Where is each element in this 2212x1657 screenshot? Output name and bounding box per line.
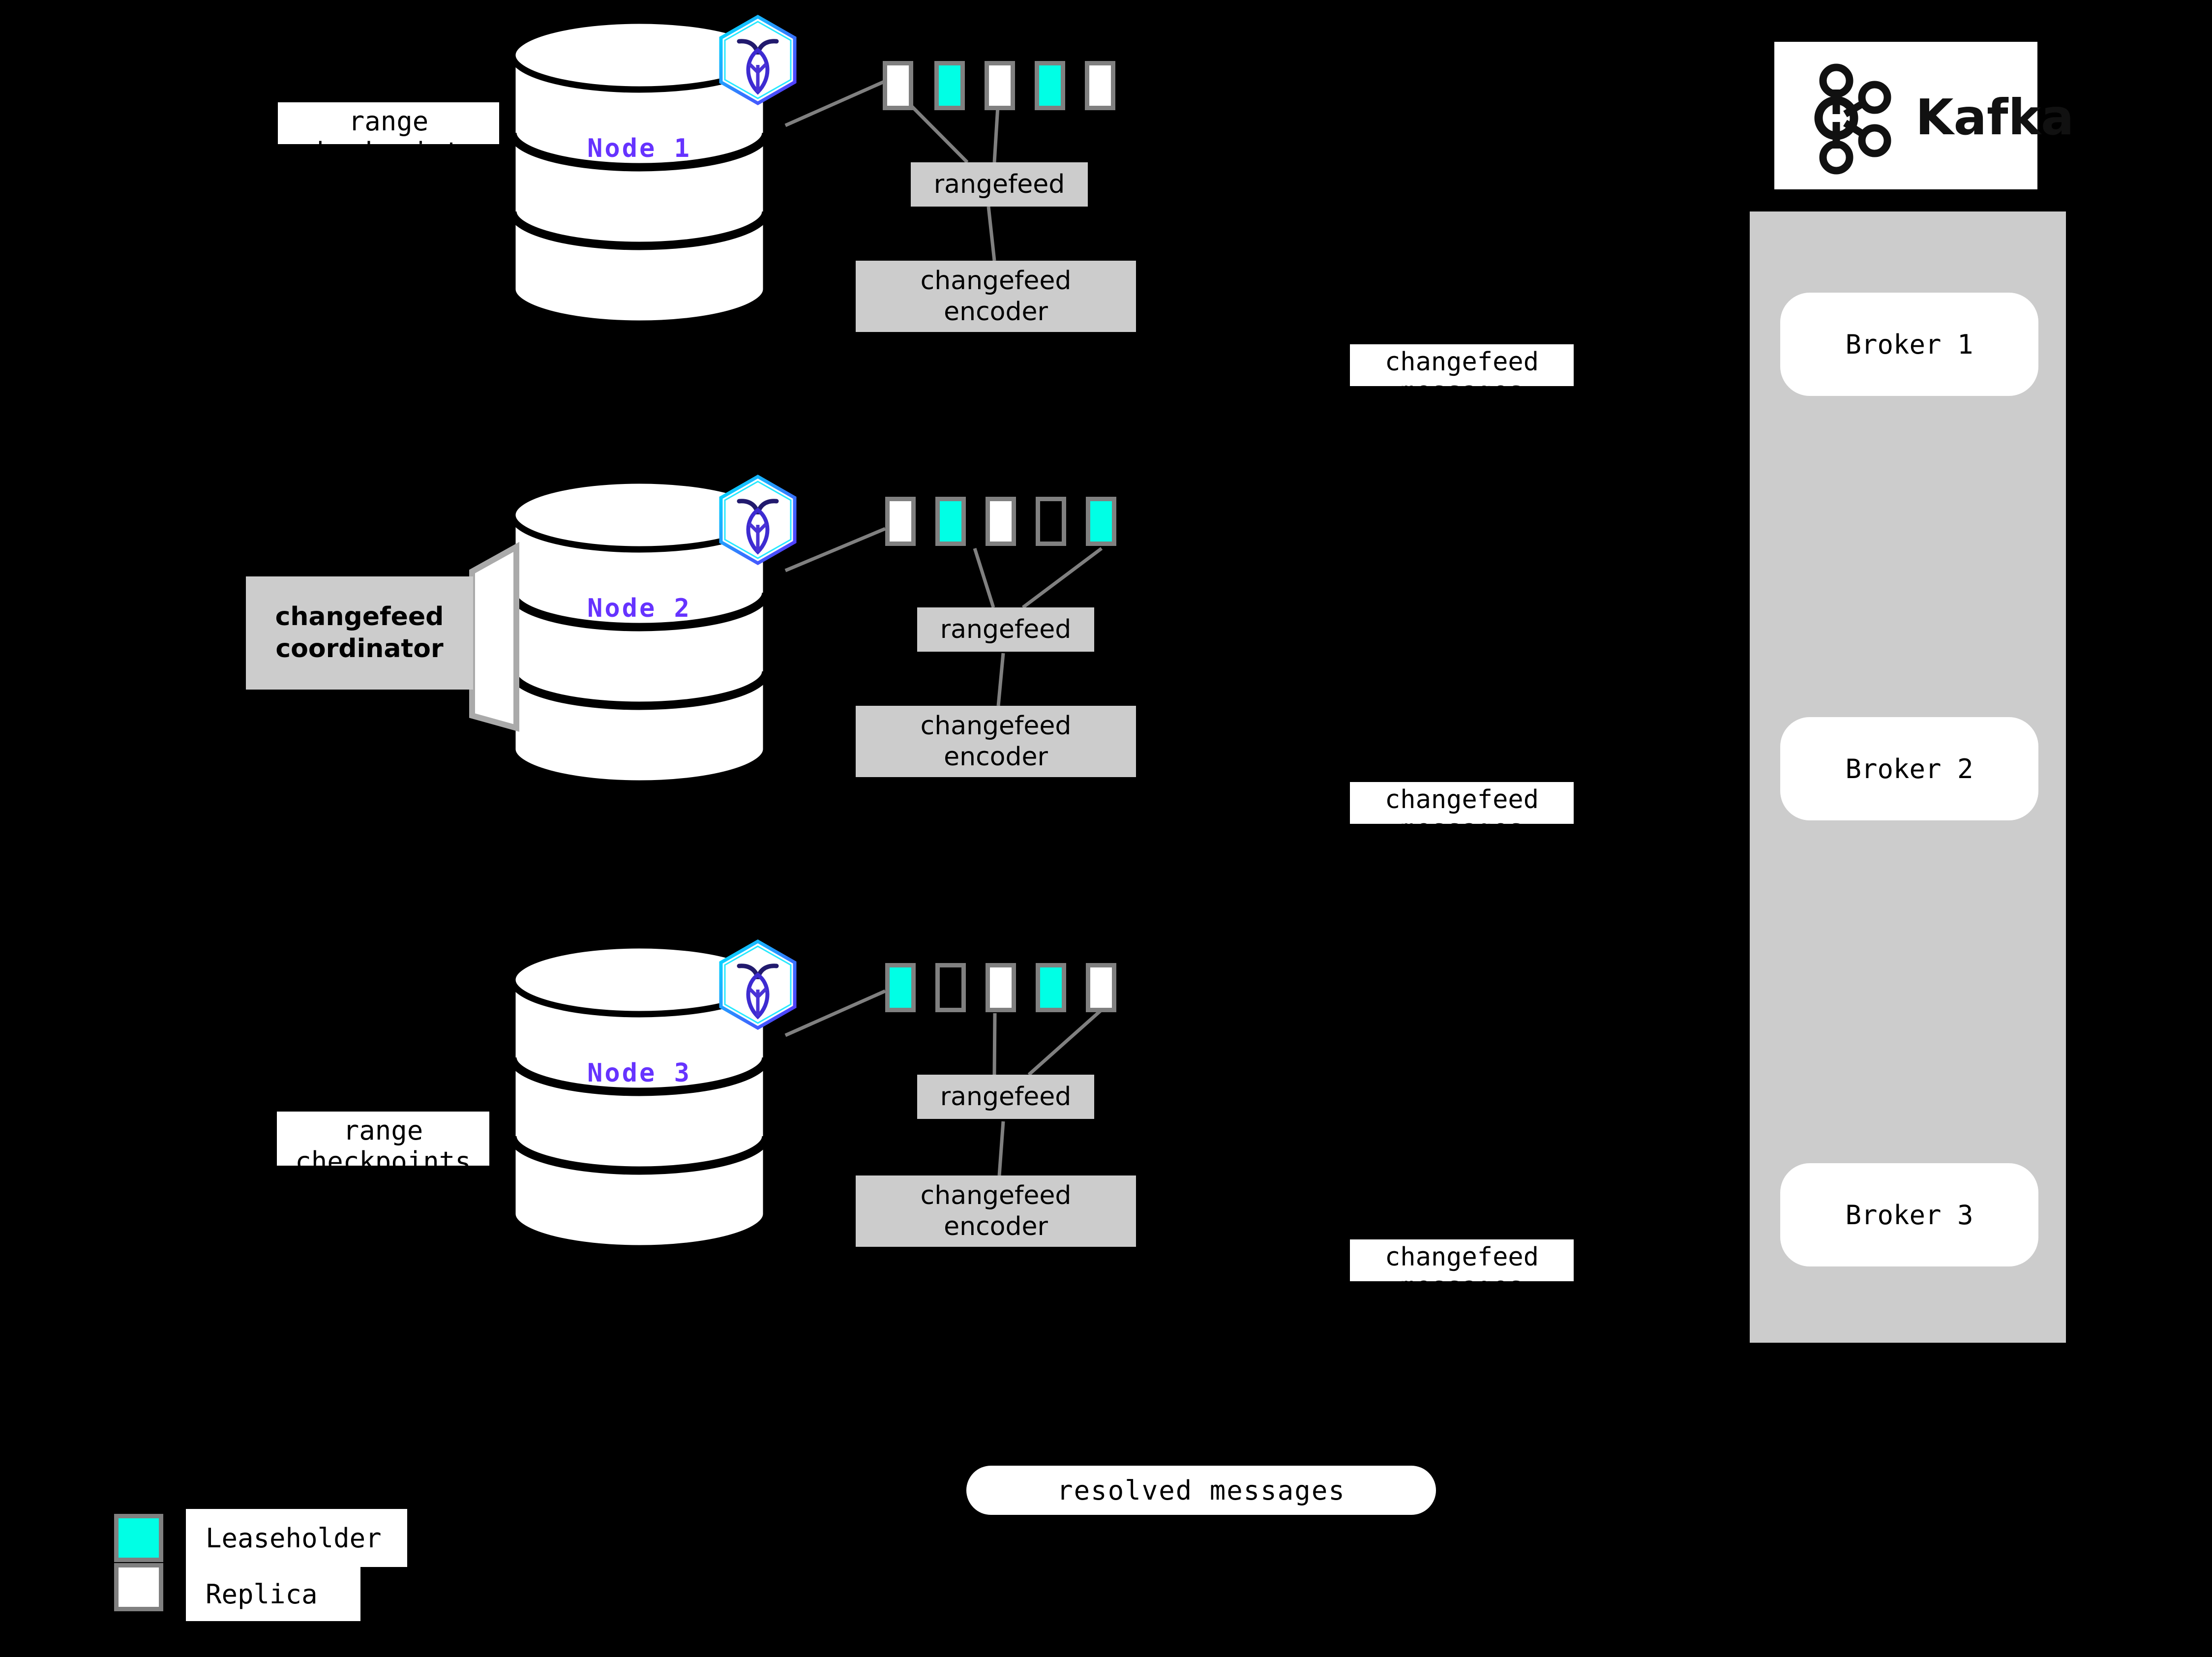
legend-label-replica: Replica xyxy=(186,1567,360,1621)
node1-range-checkpoints-label: range checkpoints xyxy=(278,102,499,167)
node2-label: Node 2 xyxy=(587,594,691,623)
node2-changefeed-messages-label: changefeed messages xyxy=(1350,782,1574,844)
node1-changefeed-messages-label: changefeed messages xyxy=(1350,344,1574,406)
node1-cylinder xyxy=(508,20,771,325)
node3-range-cell-5[interactable] xyxy=(1086,963,1116,1012)
node1-range-cell-3[interactable] xyxy=(985,61,1015,110)
node3-label: Node 3 xyxy=(587,1058,691,1088)
cockroachdb-hexagon-icon xyxy=(719,14,797,106)
node2-range-cell-1[interactable] xyxy=(885,497,916,546)
node1-range-cell-2[interactable] xyxy=(934,61,965,110)
legend-swatch-replica xyxy=(114,1563,163,1611)
kafka-broker-2[interactable]: Broker 2 xyxy=(1780,717,2038,820)
resolved-messages-pill[interactable]: resolved messages xyxy=(966,1466,1436,1515)
node3-changefeed-messages-label: changefeed messages xyxy=(1350,1239,1574,1301)
changefeed-coordinator-wing xyxy=(469,542,519,732)
legend-swatch-leaseholder xyxy=(114,1514,163,1562)
legend-label-leaseholder: Leaseholder xyxy=(186,1509,407,1567)
node3-range-cell-2[interactable] xyxy=(935,963,966,1012)
node2-range-cell-2[interactable] xyxy=(935,497,966,546)
node3-changefeed-encoder-box[interactable]: changefeed encoder xyxy=(856,1175,1136,1247)
cockroachdb-hexagon-icon xyxy=(719,939,797,1030)
node3-range-cell-3[interactable] xyxy=(986,963,1016,1012)
node3-range-cell-4[interactable] xyxy=(1036,963,1066,1012)
node1-range-cell-5[interactable] xyxy=(1085,61,1115,110)
node2-range-cell-4[interactable] xyxy=(1036,497,1066,546)
node2-range-cell-3[interactable] xyxy=(986,497,1016,546)
node3-cylinder xyxy=(508,944,771,1249)
node3-range-cell-1[interactable] xyxy=(885,963,916,1012)
cockroachdb-hexagon-icon xyxy=(719,474,797,566)
node2-changefeed-encoder-box[interactable]: changefeed encoder xyxy=(856,706,1136,777)
node2-rangefeed-box[interactable]: rangefeed xyxy=(917,607,1094,652)
node1-label: Node 1 xyxy=(587,134,691,163)
node3-rangefeed-box[interactable]: rangefeed xyxy=(917,1075,1094,1119)
node1-range-cell-4[interactable] xyxy=(1035,61,1065,110)
kafka-logo-icon xyxy=(1814,63,1891,175)
node2-range-cell-5[interactable] xyxy=(1086,497,1116,546)
kafka-wordmark: Kafka xyxy=(1915,89,2074,146)
node3-range-checkpoints-label: range checkpoints xyxy=(277,1112,489,1176)
node1-changefeed-encoder-box[interactable]: changefeed encoder xyxy=(856,261,1136,332)
kafka-broker-3[interactable]: Broker 3 xyxy=(1780,1163,2038,1266)
changefeed-coordinator-box[interactable]: changefeed coordinator xyxy=(246,576,473,690)
node2-cylinder xyxy=(508,480,771,784)
node1-rangefeed-box[interactable]: rangefeed xyxy=(911,162,1088,207)
kafka-broker-1[interactable]: Broker 1 xyxy=(1780,293,2038,396)
node1-range-cell-1[interactable] xyxy=(883,61,913,110)
